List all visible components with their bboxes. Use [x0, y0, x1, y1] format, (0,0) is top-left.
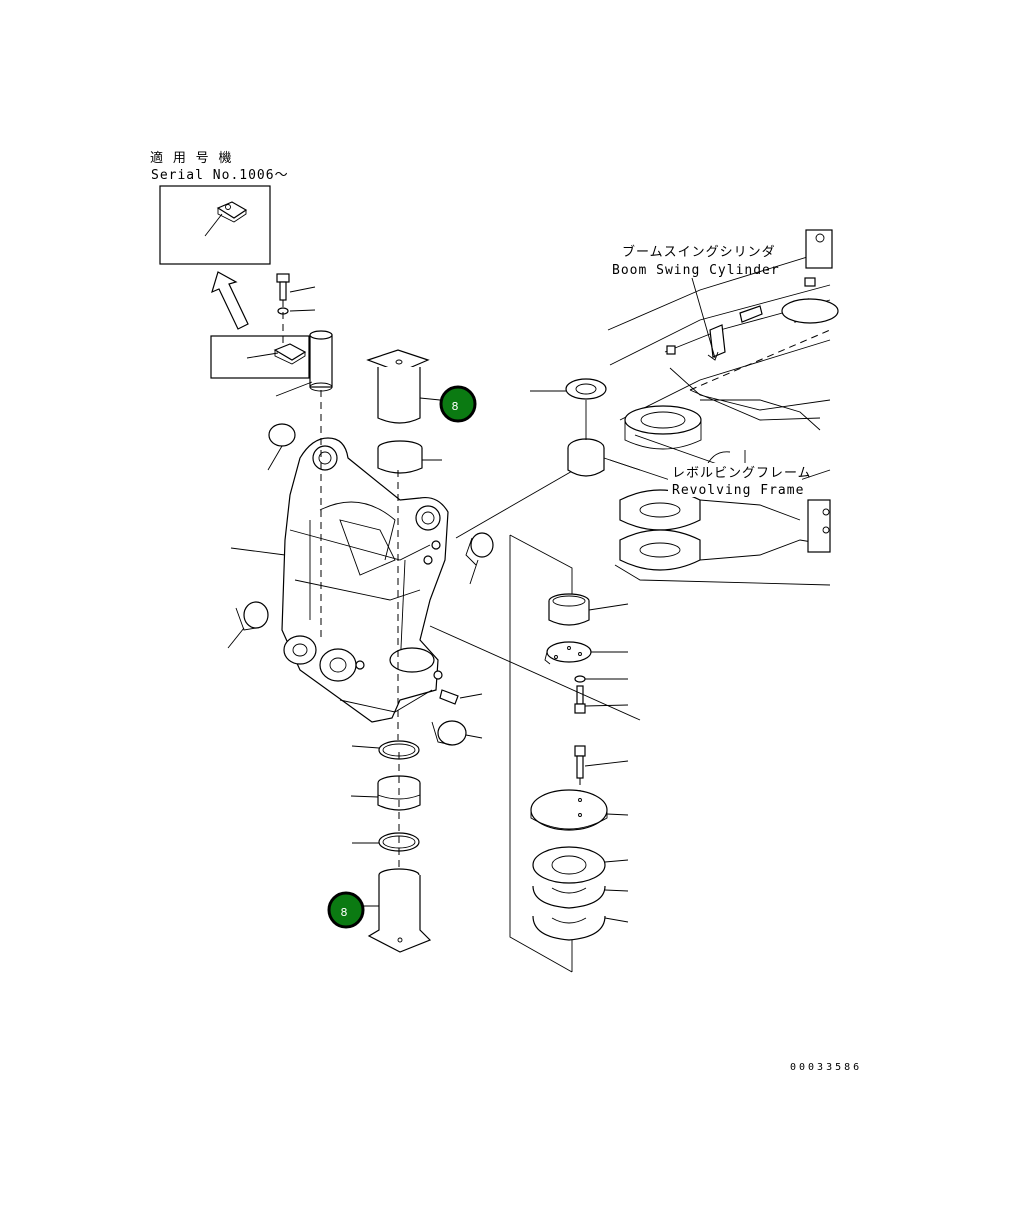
- figure-number: 00033586: [790, 1062, 862, 1073]
- callout-label: 8: [341, 906, 348, 919]
- swing-bracket: [267, 390, 449, 740]
- seal-ring-upper: [351, 740, 420, 760]
- boom-swing-label-en: Boom Swing Cylinder: [612, 263, 780, 278]
- bushing-stack-1: [548, 593, 629, 626]
- callout-8-bottom[interactable]: 8: [327, 891, 365, 929]
- bushing-left: [227, 601, 269, 649]
- callout-8-top[interactable]: 8: [439, 385, 477, 423]
- thrust-plate: [530, 789, 629, 831]
- inset-label-en: Serial No.1006～: [151, 168, 289, 183]
- bushing-right: [455, 469, 575, 585]
- revolving-frame: [607, 229, 839, 586]
- bushing-frame: [567, 400, 641, 477]
- serial-inset-box: [159, 185, 271, 265]
- pin-top: [275, 330, 333, 397]
- revolving-label-jp: レボルビングフレーム: [672, 466, 812, 481]
- inset-label-jp: 適 用 号 機: [150, 150, 232, 166]
- washer-frame: [530, 378, 607, 400]
- bushing-lower: [350, 775, 421, 811]
- exploded-group-bracket: [509, 534, 573, 973]
- bolt-small: [574, 685, 629, 714]
- cap-plate: [544, 641, 628, 665]
- seal-ring-lower: [352, 832, 420, 852]
- washer-small: [574, 675, 628, 683]
- arrow-up-icon: [211, 271, 249, 330]
- callout-label: 8: [452, 400, 459, 413]
- grease-fitting: [439, 689, 483, 705]
- flanged-pin-top: [366, 349, 430, 424]
- bushing-top: [377, 440, 442, 474]
- shim-3: [532, 915, 629, 941]
- bushing-lower-right: [431, 720, 483, 746]
- shim-1: [532, 846, 629, 884]
- shim-2: [532, 885, 629, 909]
- revolving-label-en: Revolving Frame: [672, 483, 804, 498]
- lower-inset-box: [210, 335, 310, 379]
- boom-swing-label-jp: ブームスイングシリンダ: [622, 244, 776, 260]
- bolt-top: [276, 273, 316, 345]
- flanged-pin-bottom: [360, 868, 432, 953]
